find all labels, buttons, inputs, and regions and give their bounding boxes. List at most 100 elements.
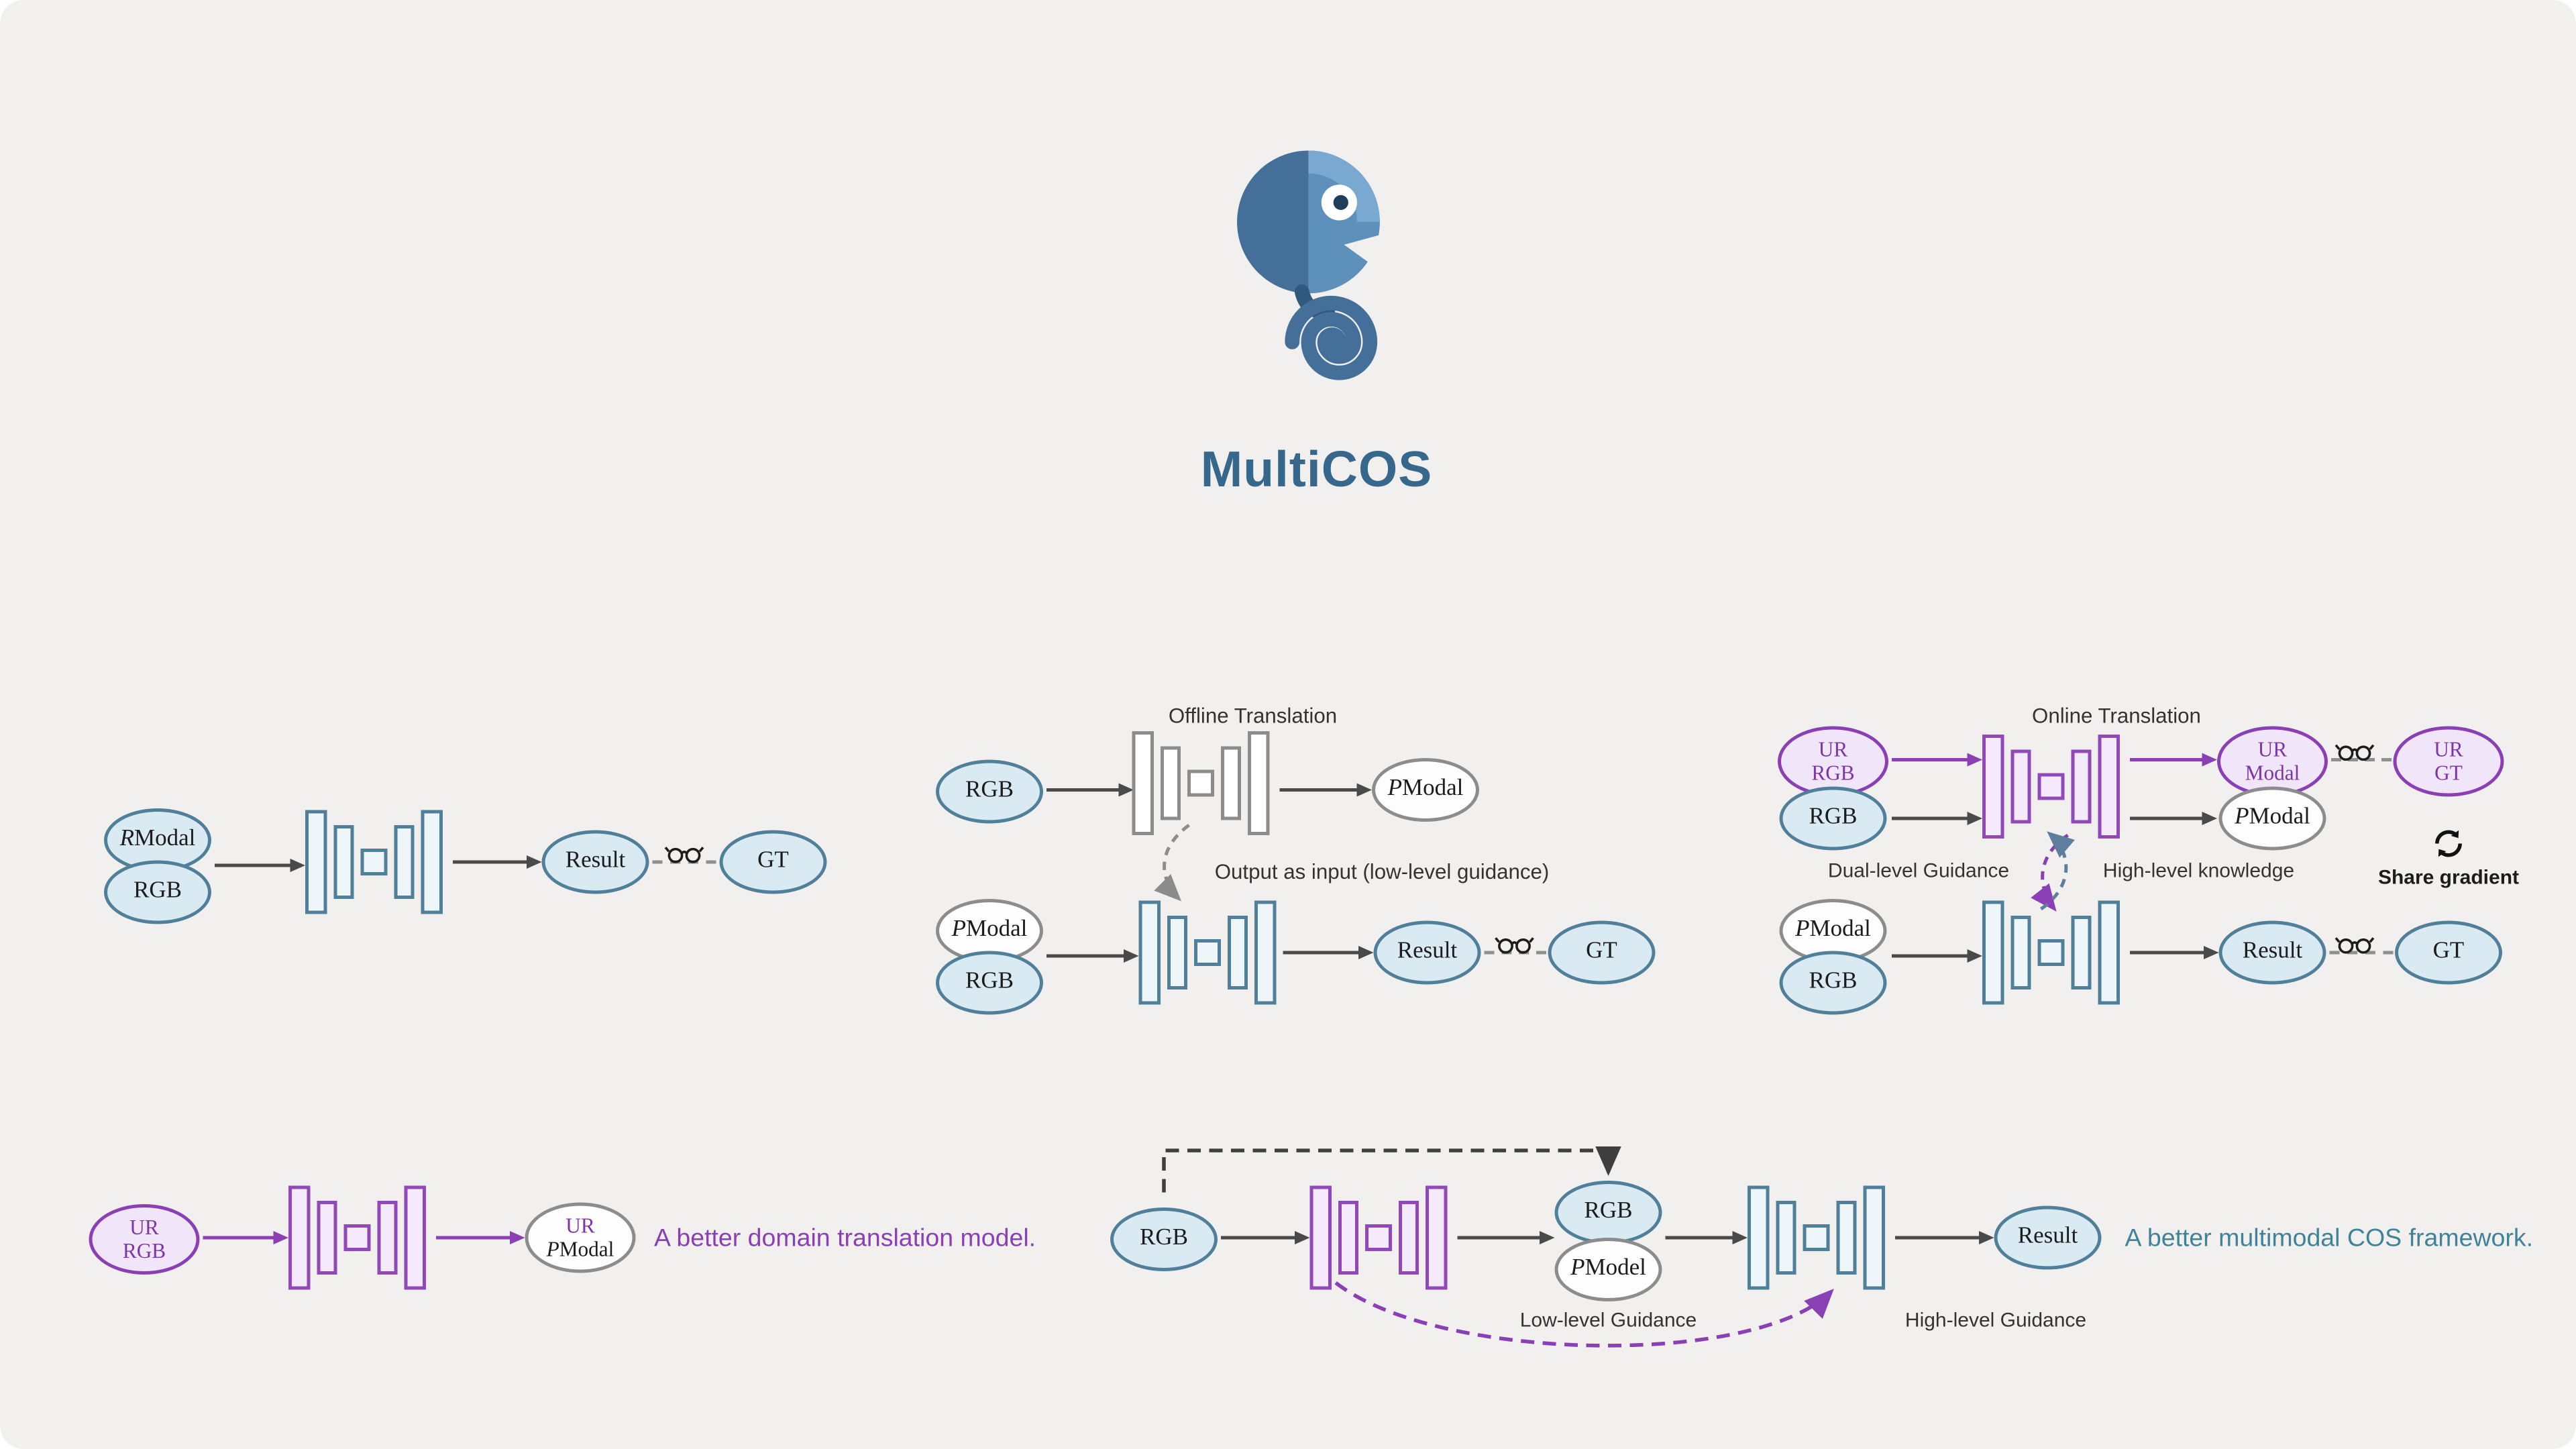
codec-bar xyxy=(1254,900,1277,1005)
d2-note-label: Output as input (low-level guidance) xyxy=(1214,860,1550,884)
node-label: Model xyxy=(1585,1255,1646,1281)
d2-row2-output-arrow xyxy=(1283,951,1360,955)
node-label: Result xyxy=(2242,938,2303,964)
codec-bar xyxy=(2098,900,2120,1005)
codec-bar xyxy=(377,1201,398,1275)
d2-translation-encoder-decoder xyxy=(1132,731,1270,835)
node-label: RGB xyxy=(1809,969,1858,994)
d3-rgb-input-arrow xyxy=(1892,816,1969,821)
node-label: UR xyxy=(2434,738,2463,761)
node-label: P xyxy=(1795,916,1810,943)
glasses-icon xyxy=(1495,937,1534,954)
codec-bar xyxy=(1309,1185,1332,1290)
d5-mid-arrow xyxy=(1457,1236,1542,1240)
glasses-icon xyxy=(2334,744,2375,761)
d4-ur-rgb-node: UR RGB xyxy=(89,1204,200,1275)
codec-bar xyxy=(1228,916,1248,989)
node-label: RGB xyxy=(965,777,1014,803)
node-label: Result xyxy=(565,848,626,873)
d1-rmodal-node: RModal xyxy=(104,808,211,872)
d1-encoder-decoder xyxy=(305,810,443,914)
node-label: RGB xyxy=(1139,1225,1188,1251)
share-gradient-icon xyxy=(2435,830,2462,857)
node-label: P xyxy=(546,1238,559,1261)
codec-bar xyxy=(1426,1185,1448,1290)
d4-translation-encoder-decoder xyxy=(288,1185,426,1290)
codec-bar xyxy=(1138,900,1161,1005)
d3-rgb-in-node: RGB xyxy=(1779,786,1887,851)
codec-bar xyxy=(1982,735,2004,839)
codec-bar xyxy=(1187,769,1214,797)
d5-cos-input-arrow xyxy=(1665,1236,1734,1240)
node-label: UR xyxy=(129,1216,159,1240)
node-label: Modal xyxy=(966,916,1028,943)
codec-bar xyxy=(1836,1201,1857,1275)
page-title: MultiCOS xyxy=(1200,443,1433,498)
d3-pmodal-out-node: PModal xyxy=(2218,786,2326,851)
node-label: UR xyxy=(566,1214,595,1238)
codec-bar xyxy=(404,1185,426,1290)
node-label: Result xyxy=(1397,938,1458,964)
codec-bar xyxy=(1399,1201,1419,1275)
codec-bar xyxy=(394,825,415,899)
d3-ur-output-arrow xyxy=(2130,758,2204,762)
codec-bar xyxy=(1803,1224,1830,1251)
codec-bar xyxy=(1161,746,1181,820)
codec-bar xyxy=(1863,1185,1885,1290)
d2-row1-input-arrow xyxy=(1046,788,1120,792)
node-label: UR xyxy=(1818,738,1848,761)
d3-pmodal-output-arrow xyxy=(2130,816,2204,821)
d2-pmodal-in-node: PModal xyxy=(936,899,1043,963)
node-label: UR xyxy=(2257,738,2288,761)
codec-bar xyxy=(288,1185,311,1290)
node-label: P xyxy=(2235,804,2249,830)
d5-caption: A better multimodal COS framework. xyxy=(2125,1224,2534,1253)
d2-gt-node: GT xyxy=(1548,920,1656,985)
codec-bar xyxy=(305,810,327,914)
node-label: GT xyxy=(757,848,789,873)
node-label: RGB xyxy=(1584,1198,1633,1224)
d3-rgb-node: RGB xyxy=(1779,951,1887,1015)
node-label: Modal xyxy=(559,1238,614,1261)
d2-row2-input-arrow xyxy=(1046,954,1126,959)
d4-output-arrow xyxy=(436,1236,512,1240)
codec-bar xyxy=(2010,916,2031,989)
codec-bar xyxy=(2010,749,2031,824)
node-label: P xyxy=(1387,775,1402,802)
node-label: GT xyxy=(2432,938,2465,964)
d3-share-gradient-label: Share gradient xyxy=(2377,865,2520,889)
codec-bar xyxy=(1167,916,1187,989)
d2-rgb-node: RGB xyxy=(936,951,1043,1015)
codec-bar xyxy=(360,849,388,875)
d3-gt-node: GT xyxy=(2395,920,2502,985)
node-label: RGB xyxy=(965,969,1014,994)
d3-ur-input-arrow xyxy=(1892,758,1969,762)
codec-bar xyxy=(421,810,443,914)
d4-caption: A better domain translation model. xyxy=(654,1224,1036,1253)
d2-cos-encoder-decoder xyxy=(1138,900,1277,1005)
node-label: Modal xyxy=(1402,775,1464,802)
d5-input-arrow xyxy=(1221,1236,1297,1240)
d3-high-knowledge-curve xyxy=(2040,831,2075,911)
d3-result-node: Result xyxy=(2218,920,2326,985)
d3-row2-output-arrow xyxy=(2130,951,2206,955)
d5-high-guidance-label: High-level Guidance xyxy=(1898,1308,2094,1332)
node-label: Modal xyxy=(2249,804,2310,830)
node-label: Modal xyxy=(1809,916,1871,943)
codec-bar xyxy=(1338,1201,1358,1275)
codec-bar xyxy=(2098,735,2120,839)
node-label: P xyxy=(1570,1255,1585,1281)
d3-row2-input-arrow xyxy=(1892,954,1969,959)
glasses-icon xyxy=(2334,937,2375,954)
node-label: GT xyxy=(2434,761,2463,785)
node-label: RGB xyxy=(122,1239,166,1263)
codec-bar xyxy=(317,1201,337,1275)
d5-result-node: Result xyxy=(1994,1205,2102,1270)
d5-rgb-mid-node: RGB xyxy=(1554,1181,1662,1244)
d2-output-as-input-curve xyxy=(1154,823,1190,902)
node-label: Modal xyxy=(134,826,196,852)
glasses-icon xyxy=(664,847,704,863)
d3-translation-encoder-decoder xyxy=(1982,735,2120,839)
